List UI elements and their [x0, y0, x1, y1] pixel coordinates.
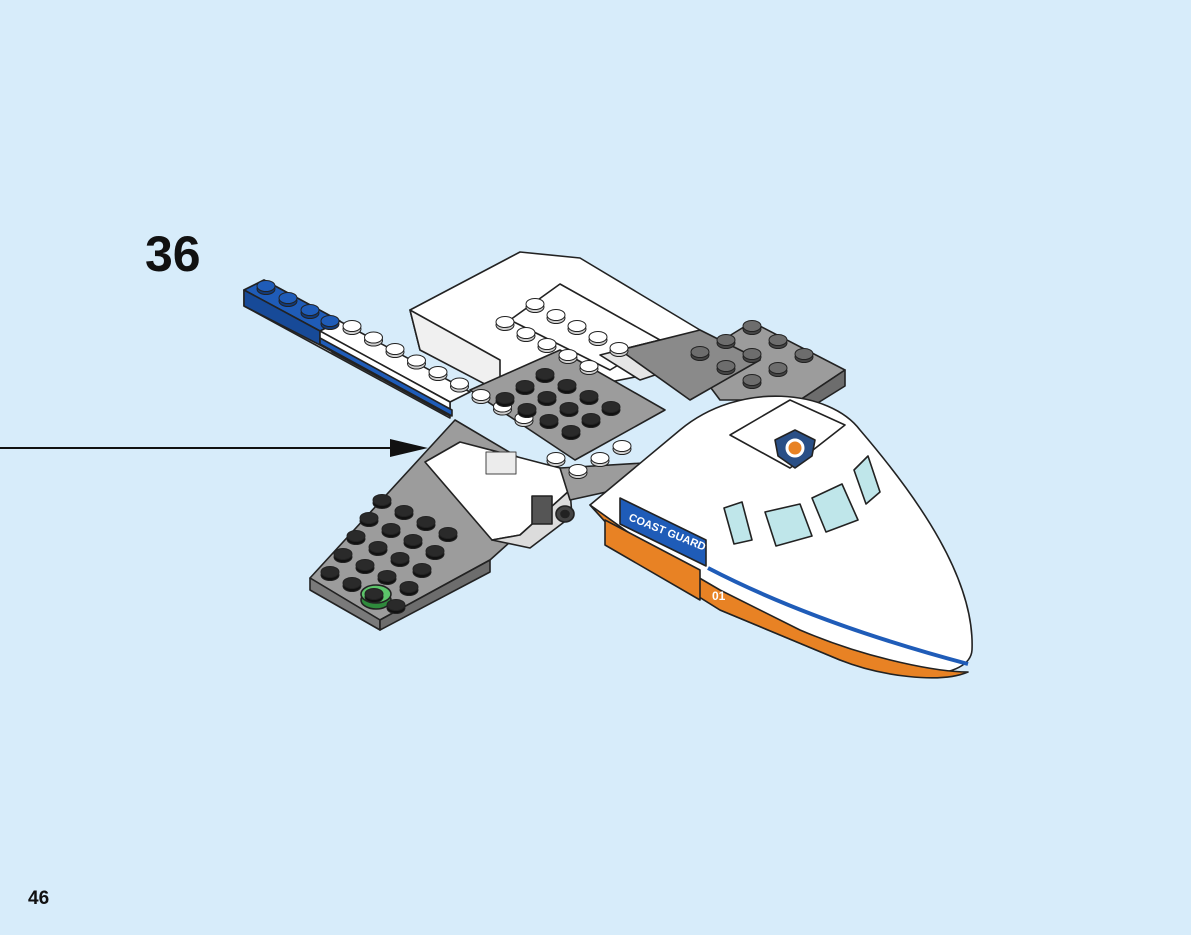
- stud: [365, 332, 383, 346]
- stud: [613, 441, 631, 455]
- stud: [472, 390, 490, 404]
- stud: [343, 578, 361, 592]
- stud: [417, 517, 435, 531]
- stud: [451, 378, 469, 392]
- stud: [717, 335, 735, 349]
- stud: [691, 347, 709, 361]
- stud: [517, 328, 535, 342]
- stud: [378, 571, 396, 585]
- stud: [321, 316, 339, 330]
- stud: [580, 391, 598, 405]
- stud: [580, 361, 598, 375]
- stud: [547, 310, 565, 324]
- stud: [408, 355, 426, 369]
- stud: [365, 589, 383, 603]
- stud: [343, 321, 361, 335]
- stud: [717, 361, 735, 375]
- stud: [400, 582, 418, 596]
- stud: [568, 321, 586, 335]
- stud: [769, 363, 787, 377]
- stud: [391, 553, 409, 567]
- plane-model: COAST GUARD 01: [244, 252, 972, 678]
- stud: [426, 546, 444, 560]
- stud: [382, 524, 400, 538]
- stud: [387, 600, 405, 614]
- stud: [279, 293, 297, 307]
- stud: [743, 375, 761, 389]
- stud: [547, 453, 565, 467]
- stud: [591, 453, 609, 467]
- stud: [569, 465, 587, 479]
- stud: [560, 403, 578, 417]
- stud: [610, 343, 628, 357]
- stud: [369, 542, 387, 556]
- stud: [559, 350, 577, 364]
- tail-number-text: 01: [712, 589, 726, 603]
- stud: [404, 535, 422, 549]
- stud: [743, 349, 761, 363]
- stud: [413, 564, 431, 578]
- page-number: 46: [28, 888, 49, 910]
- stud: [347, 531, 365, 545]
- stud: [439, 528, 457, 542]
- stud: [356, 560, 374, 574]
- stud: [582, 414, 600, 428]
- stud: [334, 549, 352, 563]
- stud: [518, 404, 536, 418]
- stud: [562, 426, 580, 440]
- stud: [360, 513, 378, 527]
- stud: [540, 415, 558, 429]
- stud: [395, 506, 413, 520]
- stud: [558, 380, 576, 394]
- stud: [496, 393, 514, 407]
- stud: [602, 402, 620, 416]
- stud: [589, 332, 607, 346]
- stud: [301, 305, 319, 319]
- stud: [743, 321, 761, 335]
- stud: [536, 369, 554, 383]
- stud: [429, 367, 447, 381]
- stud: [321, 567, 339, 581]
- stud: [538, 339, 556, 353]
- stud: [516, 381, 534, 395]
- stud: [496, 317, 514, 331]
- stud: [257, 281, 275, 295]
- stud: [538, 392, 556, 406]
- stud: [373, 495, 391, 509]
- stud: [795, 349, 813, 363]
- stud: [769, 335, 787, 349]
- stud: [526, 299, 544, 313]
- arrow-icon: [0, 439, 428, 457]
- stud: [386, 344, 404, 358]
